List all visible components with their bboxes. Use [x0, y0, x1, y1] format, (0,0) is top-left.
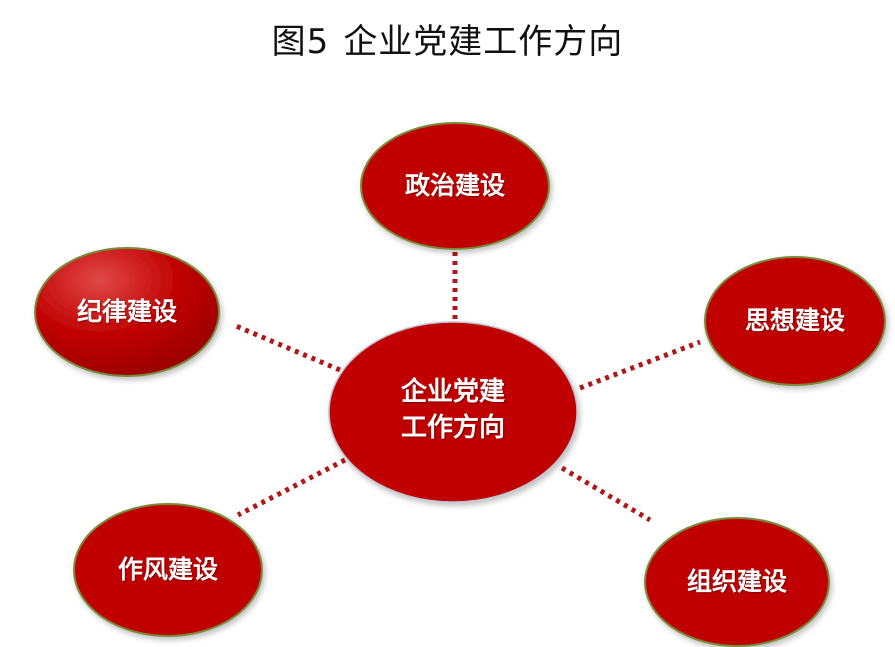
node-center	[328, 321, 578, 503]
node-label-center: 企业党建 工作方向	[329, 374, 577, 447]
node-label-discipline: 纪律建设	[76, 297, 177, 326]
center-line-1: 企业党建	[400, 377, 505, 407]
node-label-style: 作风建设	[117, 555, 218, 584]
node-style	[73, 503, 263, 637]
figure-number: 图5	[271, 22, 330, 62]
connector-style	[236, 457, 347, 518]
node-label-political: 政治建设	[404, 171, 505, 200]
node-ideological	[704, 256, 886, 386]
node-label-organizational: 组织建设	[686, 567, 787, 596]
connector-ideological	[579, 339, 701, 391]
connector-discipline	[235, 323, 341, 373]
connector-organizational	[560, 465, 652, 523]
node-label-ideological: 思想建设	[744, 306, 845, 335]
diagram-title: 图5 企业党建工作方向	[0, 14, 895, 63]
figure-title-text: 企业党建工作方向	[343, 22, 624, 62]
node-political	[360, 122, 550, 250]
node-organizational	[644, 517, 830, 647]
node-discipline	[34, 247, 220, 377]
center-line-2: 工作方向	[400, 413, 505, 444]
